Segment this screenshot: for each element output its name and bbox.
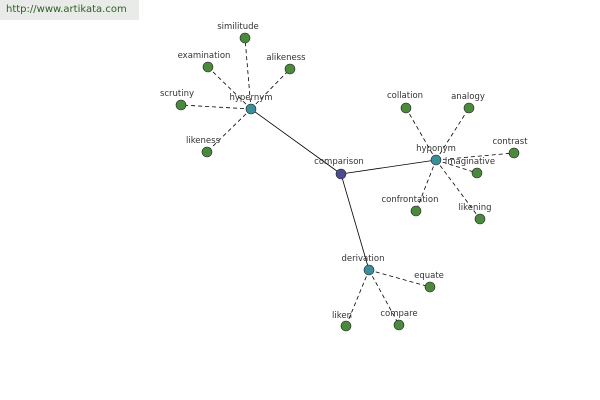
label-analogy[interactable]: analogy: [451, 92, 485, 102]
label-examination[interactable]: examination: [178, 51, 231, 61]
label-derivation[interactable]: derivation: [341, 254, 384, 264]
label-imaginative[interactable]: imaginative: [445, 157, 495, 167]
graph-edges: [180, 37, 515, 327]
edge-comparison-hyponym: [340, 159, 437, 175]
node-contrast[interactable]: [508, 147, 520, 159]
edge-comparison-hypernym: [250, 108, 342, 175]
node-comparison[interactable]: [335, 168, 347, 180]
graph-labels: comparison hypernym hyponym derivation simil…: [160, 22, 528, 321]
label-hypernym[interactable]: hypernym: [229, 93, 272, 103]
label-liken[interactable]: liken: [332, 311, 352, 321]
node-collation[interactable]: [400, 102, 412, 114]
node-hypernym[interactable]: [245, 103, 257, 115]
label-comparison[interactable]: comparison: [314, 157, 364, 167]
node-similitude[interactable]: [239, 32, 251, 44]
node-alikeness[interactable]: [284, 63, 296, 75]
edge-hypernym-likeness: [206, 108, 252, 153]
edge-hyponym-imaginative: [435, 159, 478, 174]
edge-derivation-liken: [345, 269, 370, 327]
node-likeness[interactable]: [201, 146, 213, 158]
edge-hyponym-confrontation: [415, 159, 437, 212]
label-equate[interactable]: equate: [414, 271, 444, 281]
edge-hypernym-similitude: [244, 37, 252, 110]
edge-comparison-derivation: [340, 173, 370, 271]
edge-hypernym-examination: [207, 66, 252, 110]
label-alikeness[interactable]: alikeness: [266, 53, 306, 63]
node-imaginative[interactable]: [471, 167, 483, 179]
edge-hyponym-contrast: [435, 152, 515, 161]
label-compare[interactable]: compare: [380, 309, 417, 319]
node-derivation[interactable]: [363, 264, 375, 276]
node-examination[interactable]: [202, 61, 214, 73]
node-analogy[interactable]: [463, 102, 475, 114]
website-url-banner[interactable]: http://www.artikata.com: [0, 0, 139, 20]
label-hyponym[interactable]: hyponym: [416, 144, 456, 154]
node-likening[interactable]: [474, 213, 486, 225]
graph-nodes: [175, 32, 520, 332]
label-likening[interactable]: likening: [458, 203, 491, 213]
label-scrutiny[interactable]: scrutiny: [160, 89, 194, 99]
edge-hypernym-alikeness: [250, 68, 291, 110]
node-confrontation[interactable]: [410, 205, 422, 217]
label-collation[interactable]: collation: [387, 91, 423, 101]
edge-hyponym-collation: [405, 107, 437, 161]
edge-derivation-equate: [368, 269, 431, 288]
node-equate[interactable]: [424, 281, 436, 293]
label-contrast[interactable]: contrast: [492, 137, 528, 147]
edge-hypernym-scrutiny: [180, 104, 252, 110]
label-confrontation[interactable]: confrontation: [382, 195, 439, 205]
edge-hyponym-analogy: [435, 107, 470, 161]
node-compare[interactable]: [393, 319, 405, 331]
label-similitude[interactable]: similitude: [217, 22, 259, 32]
edge-hyponym-likening: [435, 159, 481, 220]
node-liken[interactable]: [340, 320, 352, 332]
node-scrutiny[interactable]: [175, 99, 187, 111]
edge-derivation-compare: [368, 269, 400, 326]
node-hyponym[interactable]: [430, 154, 442, 166]
label-likeness[interactable]: likeness: [186, 136, 221, 146]
